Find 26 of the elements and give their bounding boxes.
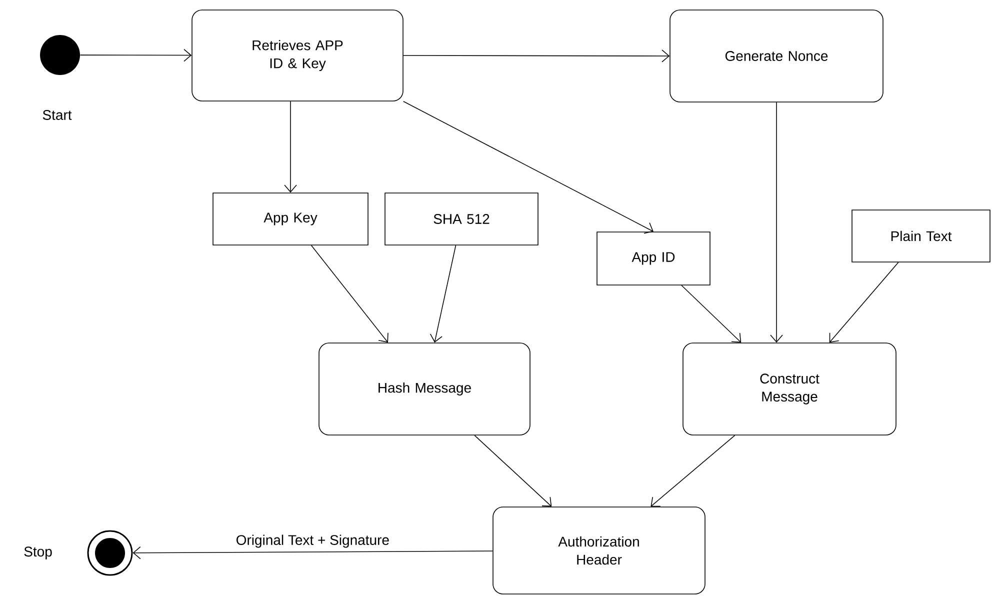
arrow — [474, 435, 552, 507]
arrow — [403, 101, 654, 234]
activity-box: Authorization Header — [492, 506, 706, 594]
arrow — [284, 101, 297, 193]
arrow — [310, 245, 388, 343]
node-caption: Stop — [24, 546, 52, 560]
arrow — [403, 50, 670, 62]
data-box: Plain Text — [852, 210, 990, 262]
activity-box: Retrieves APP ID & Key — [192, 10, 404, 102]
activity-box: Hash Message — [318, 342, 530, 436]
arrow — [80, 48, 192, 62]
arrow — [430, 245, 456, 343]
stop-circle — [87, 530, 133, 576]
start-circle — [40, 35, 80, 75]
data-box: App Key — [212, 192, 368, 246]
data-box: SHA 512 — [384, 192, 538, 246]
arrow — [132, 546, 493, 560]
arrow — [770, 102, 783, 343]
arrow — [829, 262, 899, 343]
activity-box: Generate Nonce — [670, 10, 884, 102]
edge-label: Original Text + Signature — [236, 534, 389, 548]
arrow — [681, 285, 742, 343]
node-caption: Start — [42, 110, 72, 120]
data-box: App ID — [596, 232, 710, 286]
arrow — [650, 435, 736, 507]
activity-box: Construct Message — [682, 342, 896, 436]
